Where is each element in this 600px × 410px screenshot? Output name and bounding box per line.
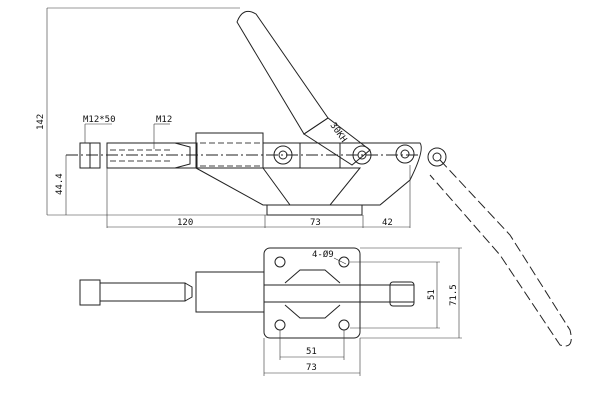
dim-total-height: 142 — [36, 114, 46, 130]
dimensions-side: 142 44.4 120 73 42 M12*50 M12 — [36, 7, 411, 228]
handle-mark: 30KH — [328, 121, 349, 145]
dim-base: 73 — [310, 218, 321, 228]
holes-label: 4-Ø9 — [312, 249, 334, 260]
side-view: 30KH — [36, 7, 572, 347]
clamp-body — [195, 132, 422, 216]
label-thread-nut: M12*50 — [83, 115, 116, 125]
label-thread: M12 — [156, 115, 172, 125]
dim-plunger: 120 — [177, 218, 193, 228]
dim-hole-spacing-x: 51 — [306, 347, 317, 357]
dim-height: 44.4 — [55, 173, 65, 195]
dim-base-depth: 71.5 — [449, 284, 459, 306]
dim-hole-spacing-y: 51 — [427, 289, 437, 300]
top-view: 4-Ø9 51 73 51 71.5 — [79, 247, 462, 376]
dim-handle: 42 — [382, 218, 393, 228]
handle-raised: 30KH — [236, 10, 371, 166]
plunger — [66, 142, 420, 169]
dimensions-top: 4-Ø9 51 73 51 71.5 — [263, 247, 462, 376]
handle-lowered — [427, 147, 572, 347]
dim-base-width: 73 — [306, 363, 317, 373]
